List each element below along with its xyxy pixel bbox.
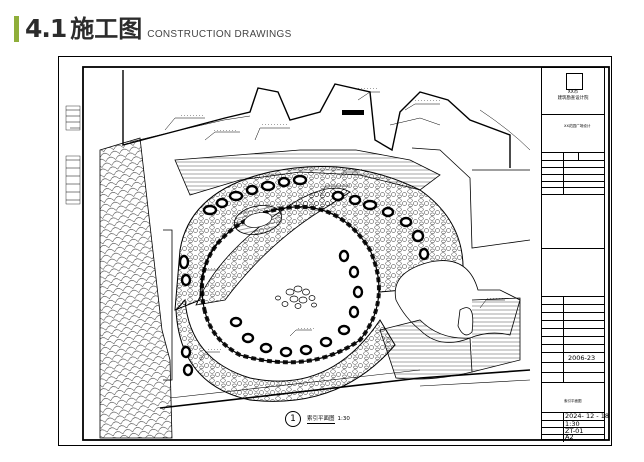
section-number: 4.1 [25,14,67,43]
boulders [178,174,431,377]
caption-number: 1 [285,411,301,427]
drawing-date: 2024- 12 - 18 [565,412,609,420]
drawing-scale: 1:30 [565,420,580,428]
project-name: XX花园广场设计 [564,124,591,128]
caption-scale: 1:30 [337,416,350,422]
paper-size: A2 [565,433,574,441]
left-tick-marks [65,105,81,205]
section-header: 4.1 施工图 CONSTRUCTION DRAWINGS [14,12,292,42]
sheet-title: 索引平面图 [564,399,582,403]
roof-tiles [99,137,173,439]
firm-name: XX市 建筑勘查设计院 [542,90,604,102]
section-subtitle: CONSTRUCTION DRAWINGS [147,29,292,40]
title-block: XX市 建筑勘查设计院 XX花园广场设计 2006-23 索引平面图 2024-… [541,67,609,442]
annotation-leaders [164,91,505,361]
caption-name: 索引平面图 [307,416,335,424]
accent-bar [14,16,19,42]
drawing-number: 2006-23 [568,354,596,362]
pebble-cluster [275,285,317,309]
sheet-id: ZT-01 [565,427,584,435]
firm-logo-box [566,73,583,90]
section-title: 施工图 [70,15,143,43]
drawing-caption: 1 索引平面图 1:30 [285,411,350,427]
firm-name-line1: XX市 [567,90,579,95]
firm-name-line2: 建筑勘查设计院 [557,96,589,101]
